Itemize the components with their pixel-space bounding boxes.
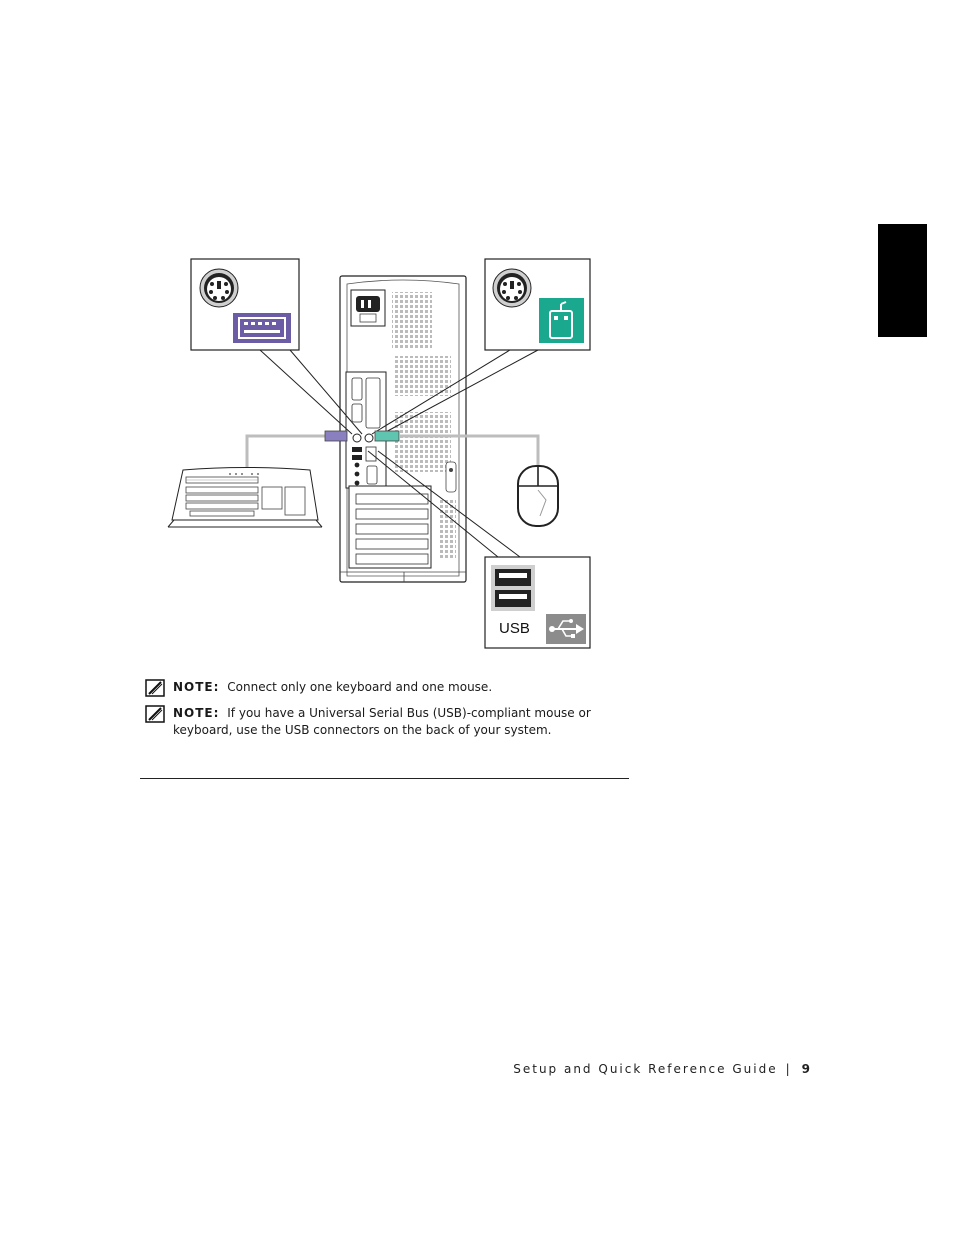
note-usb-devices: NOTE: If you have a Universal Serial Bus…	[145, 705, 615, 739]
section-divider	[140, 778, 629, 779]
mouse-symbol-icon	[539, 298, 584, 343]
note-pencil-icon	[145, 679, 165, 697]
note-text-line2: keyboard, use the USB connectors on the …	[173, 723, 552, 737]
usb-label: USB	[499, 620, 530, 637]
mouse	[517, 465, 559, 527]
computer-tower	[339, 275, 467, 583]
note-text: Connect only one keyboard and one mouse.	[227, 680, 493, 694]
cables	[245, 430, 540, 470]
ps2-port-icon	[199, 268, 239, 308]
footer-title: Setup and Quick Reference Guide	[513, 1062, 778, 1076]
keyboard-symbol-icon	[233, 313, 291, 343]
note-one-keyboard-mouse: NOTE: Connect only one keyboard and one …	[145, 679, 615, 697]
mouse-port-callout	[484, 258, 591, 351]
ps2-port-icon	[492, 268, 532, 308]
page-footer: Setup and Quick Reference Guide | 9	[513, 1062, 810, 1076]
note-text-line1: If you have a Universal Serial Bus (USB)…	[227, 706, 591, 720]
usb-port-callout: USB	[484, 556, 591, 649]
keyboard	[167, 467, 323, 528]
note-pencil-icon	[145, 705, 165, 723]
page-number: 9	[801, 1062, 810, 1076]
chapter-tab	[878, 224, 927, 337]
note-label: NOTE:	[173, 680, 220, 694]
callout-lines	[259, 349, 539, 558]
footer-separator: |	[785, 1062, 792, 1076]
keyboard-port-callout	[190, 258, 300, 351]
note-label: NOTE:	[173, 706, 220, 720]
usb-port-icon	[491, 565, 535, 611]
usb-trident-icon	[546, 614, 586, 644]
